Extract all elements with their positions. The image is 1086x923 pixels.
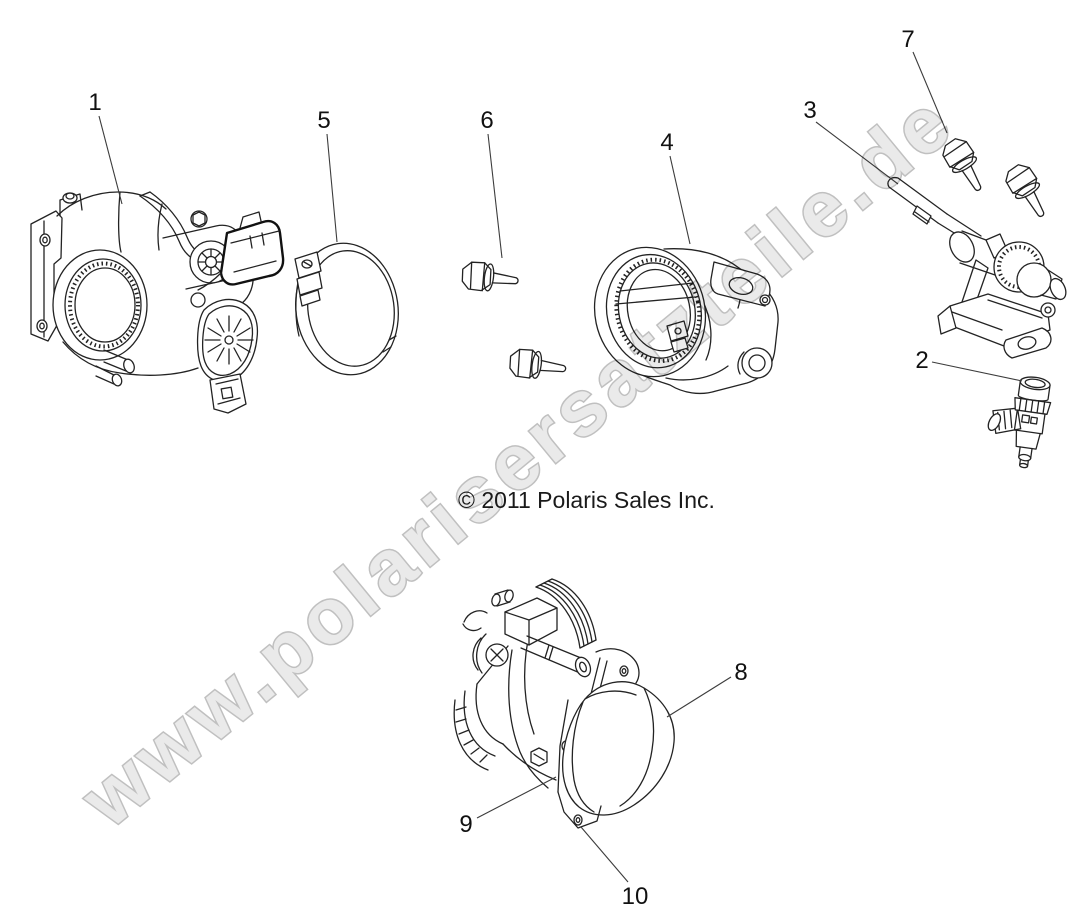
part-1-throttle-body — [30, 191, 285, 414]
callout-7-label: 7 — [901, 26, 914, 53]
part-6-bolts — [459, 259, 569, 384]
callout-7-leader-line — [912, 51, 948, 134]
part-2-fuel-injector — [987, 376, 1052, 469]
callout-3-label: 3 — [803, 97, 816, 124]
callout-8-label: 8 — [734, 659, 747, 686]
part-8-cover-assembly — [453, 578, 675, 829]
callout-6: 6 — [480, 107, 503, 259]
callout-10-leader-line — [580, 826, 629, 883]
callout-5: 5 — [317, 107, 338, 243]
callout-9-leader-line — [476, 776, 557, 819]
callout-9-label: 9 — [459, 811, 472, 838]
callout-10: 10 — [580, 826, 649, 910]
callout-4: 4 — [660, 129, 691, 245]
callout-10-label: 10 — [622, 883, 649, 910]
callout-5-label: 5 — [317, 107, 330, 134]
callout-8-leader-line — [666, 676, 732, 718]
callouts: 1 5 6 4 3 7 2 8 — [88, 26, 1023, 910]
callout-6-label: 6 — [480, 107, 493, 134]
callout-2-label: 2 — [915, 347, 928, 374]
part-10-screw-hole-area — [557, 791, 602, 829]
callout-2: 2 — [915, 347, 1023, 382]
copyright-text: © 2011 Polaris Sales Inc. — [458, 487, 715, 513]
callout-7: 7 — [901, 26, 948, 134]
callout-1-leader-line — [98, 115, 123, 205]
callout-4-label: 4 — [660, 129, 673, 156]
callout-5-leader-line — [326, 133, 338, 243]
callout-6-leader-line — [487, 133, 503, 259]
callout-1-label: 1 — [88, 89, 101, 116]
bolt-6a — [459, 259, 521, 296]
callout-3-leader-line — [815, 121, 899, 185]
part-3-fuel-rail — [887, 176, 1067, 359]
callout-1: 1 — [88, 89, 123, 205]
part-4-adapter — [593, 246, 779, 395]
callout-3: 3 — [803, 97, 899, 185]
callout-4-leader-line — [669, 155, 691, 245]
part-5-clamp — [294, 242, 399, 376]
callout-9: 9 — [459, 776, 557, 838]
callout-2-leader-line — [931, 361, 1023, 382]
watermark-text: www.polarisersatzteile.de — [64, 75, 970, 844]
bolt-7b — [1001, 159, 1055, 224]
callout-8: 8 — [666, 659, 748, 718]
